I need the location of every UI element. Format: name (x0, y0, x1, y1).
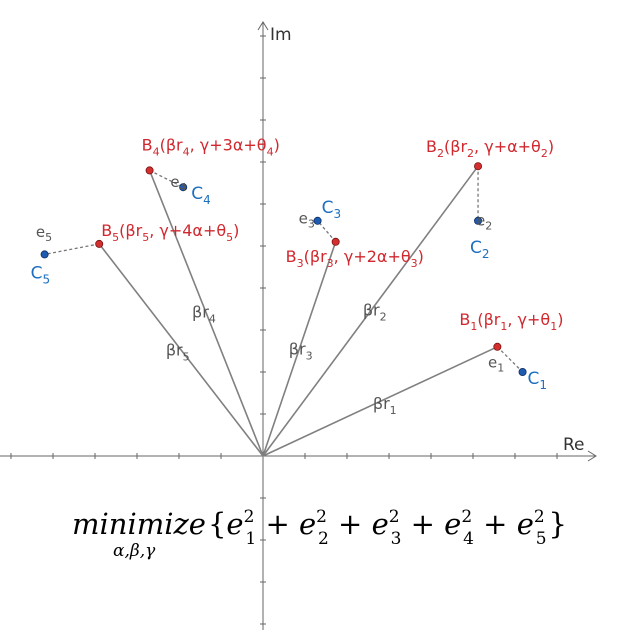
point-b3 (331, 237, 340, 246)
error-label-e3: e3 (299, 209, 315, 230)
point-label-b5: B5(βr5, γ+4α+θ5) (101, 221, 239, 244)
point-c1 (518, 367, 527, 376)
axes: Re Im (0, 21, 597, 630)
error-label-e1: e1 (488, 353, 504, 374)
labels: βr1 B1(βr1, γ+θ1) C1 e1 βr2 B2(βr2, γ+α+θ2) C2… (31, 135, 564, 417)
formula-subscript-variables: α,β,γ (113, 541, 156, 561)
vector-label-beta-r2: βr2 (363, 300, 387, 323)
error-label-e2: e2 (476, 212, 492, 233)
point-label-b4: B4(βr4, γ+3α+θ4) (142, 135, 280, 158)
error-label-e5: e5 (36, 223, 52, 244)
point-c5 (40, 250, 49, 259)
point-label-c3: C3 (322, 198, 342, 221)
point-c2 (474, 216, 483, 225)
imaginary-axis-arrowhead (257, 21, 269, 31)
vector-beta-r3 (262, 241, 337, 457)
vector-label-beta-r4: βr4 (192, 302, 216, 325)
point-b5 (95, 239, 104, 248)
point-b4 (145, 166, 154, 175)
vector-label-beta-r3: βr3 (289, 340, 313, 363)
vectors (98, 165, 498, 457)
point-b1 (493, 342, 502, 351)
error-segment-e5 (44, 243, 100, 256)
vector-beta-r5 (98, 243, 264, 457)
point-label-c5: C5 (31, 263, 51, 286)
error-segment-e4 (149, 169, 184, 188)
point-label-c2: C2 (470, 238, 490, 261)
vector-label-beta-r1: βr1 (373, 394, 397, 417)
error-segment-e1 (496, 346, 524, 373)
point-label-b1: B1(βr1, γ+θ1) (459, 310, 563, 333)
vector-beta-r1 (262, 346, 498, 457)
objective-formula: minimize{e21​ + e22​ + e23​ + e24​ + e25… (72, 507, 567, 549)
point-c4 (179, 183, 188, 192)
vector-label-beta-r5: βr5 (166, 341, 190, 364)
vector-beta-r2 (262, 165, 479, 457)
real-axis-label: Re (563, 435, 585, 455)
vector-beta-r4 (148, 170, 264, 457)
error-segment-e3 (317, 220, 337, 243)
points (40, 162, 527, 376)
real-axis-arrowhead (587, 450, 597, 462)
point-label-b3: B3(βr3, γ+2α+θ3) (286, 247, 424, 270)
axis-ticks (10, 35, 558, 625)
error-segments (44, 166, 524, 373)
point-label-b2: B2(βr2, γ+α+θ2) (426, 137, 554, 160)
point-c3 (313, 216, 322, 225)
point-label-c1: C1 (528, 369, 548, 392)
imaginary-axis-label: Im (270, 25, 292, 45)
point-b2 (474, 162, 483, 171)
point-label-c4: C4 (191, 184, 211, 207)
error-label-e4: e4 (170, 173, 186, 194)
